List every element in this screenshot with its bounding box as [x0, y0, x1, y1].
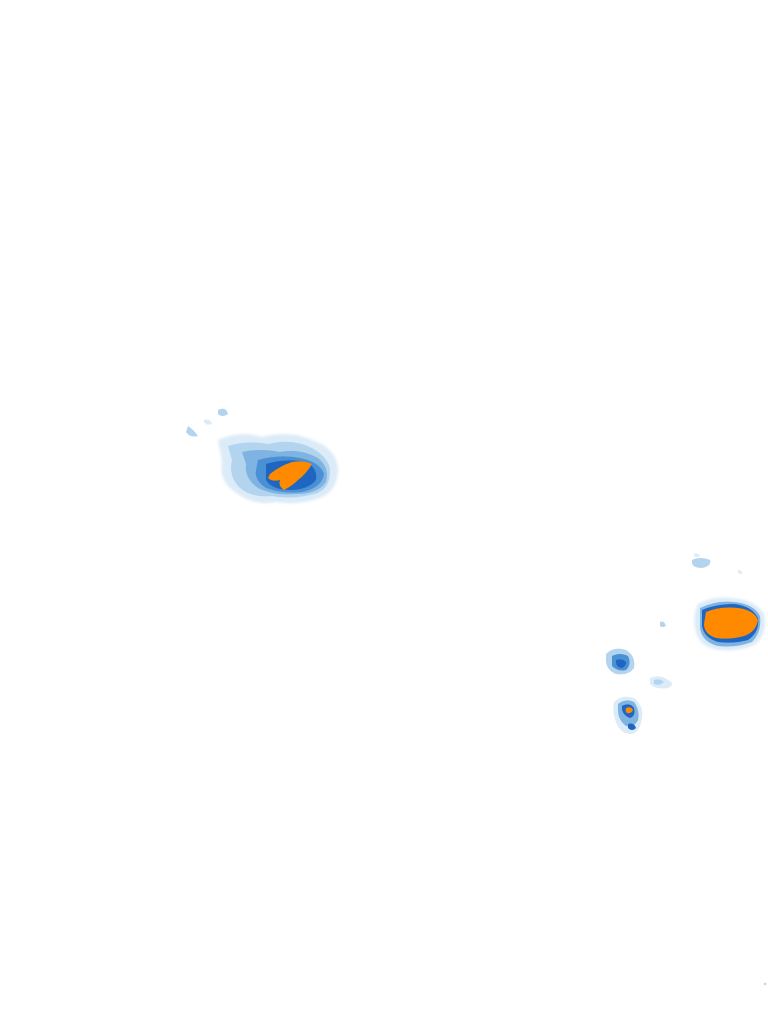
cell-south-small: [613, 696, 643, 734]
cell-mid-small: [606, 648, 672, 689]
cell-east: [660, 553, 765, 651]
map-speck: [763, 982, 767, 986]
cell-west: [186, 408, 338, 504]
